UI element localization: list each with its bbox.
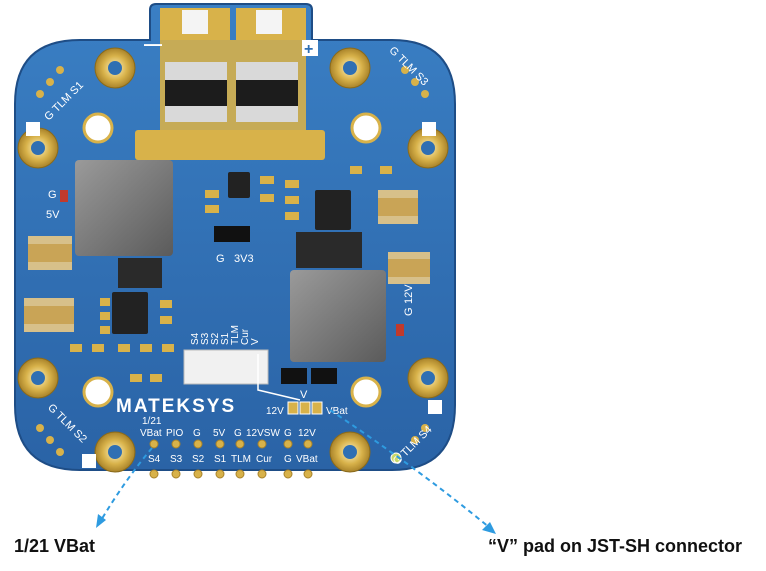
mosfet-right-band (236, 80, 298, 106)
inductor-left (75, 160, 173, 256)
header-bottom-label: S4 (148, 454, 161, 465)
header-top-label: 12V (298, 428, 316, 439)
jst-label: S2 (210, 332, 221, 345)
jst-label: S3 (200, 332, 211, 345)
jst-label: Cur (240, 328, 251, 345)
diode-mid (296, 232, 362, 268)
silk-vbat-small: VBat (326, 406, 348, 417)
led-5v (60, 190, 68, 202)
small-passives (70, 166, 392, 382)
header-top-label: 5V (213, 428, 226, 439)
pad-vbat (311, 401, 323, 415)
plus-box (302, 40, 318, 56)
silk-g-5v: G (48, 189, 57, 201)
silk-v-label: V (300, 389, 308, 401)
callout-arrowhead-right (482, 522, 496, 534)
header-top-label: VBat (140, 428, 162, 439)
header-bottom-label: VBat (296, 454, 318, 465)
header-pads (149, 439, 313, 479)
header-top-labels: VBat PIO G 5V G 12VSW G 12V (140, 428, 316, 439)
minus-sign: — (144, 34, 162, 54)
header-bottom-label: Cur (256, 454, 273, 465)
jst-sh-connector (183, 349, 269, 385)
header-top-label: 12VSW (246, 428, 280, 439)
jst-label: TLM (230, 325, 241, 345)
corner-pads (17, 47, 449, 473)
led-12v (396, 324, 404, 336)
jst-label: S4 (190, 332, 201, 345)
header-bottom-labels: S4 S3 S2 S1 TLM Cur G VBat (148, 454, 318, 465)
silk-ratio: 1/21 (142, 416, 162, 427)
pad-v (299, 401, 311, 415)
header-top-label: G (284, 428, 292, 439)
header-top-label: PIO (166, 428, 183, 439)
capacitors (24, 190, 430, 332)
small-corner-pads (36, 66, 429, 464)
callout-label-vbat-divider: 1/21 VBat (14, 536, 96, 556)
diode-left (118, 258, 162, 288)
header-bottom-label: G (284, 454, 292, 465)
header-top-label: G (234, 428, 242, 439)
header-bottom-label: S1 (214, 454, 227, 465)
tab-white-left (182, 10, 208, 34)
mounting-holes (82, 112, 382, 408)
silk-5v: 5V (46, 209, 60, 221)
brand-logo: MATEKSYS (116, 396, 236, 417)
plus-sign: + (304, 41, 313, 58)
inductor-right (290, 270, 386, 362)
silk-g-3v3-g: G (216, 253, 225, 265)
silk-g-12v: 12V (403, 284, 415, 304)
via-bar (135, 130, 325, 160)
callout-arrowhead-left (96, 514, 106, 528)
silk-12v-small: 12V (266, 406, 284, 417)
v-pad-outline (257, 354, 301, 401)
header-bottom-label: TLM (231, 454, 251, 465)
jst-label: V (250, 338, 261, 345)
corner-plus-boxes (26, 122, 442, 468)
tab-white-right (256, 10, 282, 34)
jst-sh-labels: S4 S3 S2 S1 TLM Cur V (190, 325, 261, 345)
jumper-12v-left (281, 368, 307, 384)
callout-label-v-pad: “V” pad on JST-SH connector (488, 536, 743, 556)
jumper-12v-right (311, 368, 337, 384)
pad-12v (287, 401, 299, 415)
silk-3v3: 3V3 (234, 253, 254, 265)
header-bottom-label: S3 (170, 454, 183, 465)
header-bottom-label: S2 (192, 454, 205, 465)
mosfet-left-band (165, 80, 227, 106)
ic-top-mid (228, 172, 250, 198)
ic-left (112, 292, 148, 334)
jumper-3v3 (214, 226, 250, 242)
header-top-label: G (193, 428, 201, 439)
jst-label: S1 (220, 332, 231, 345)
callout-arrow-right (329, 409, 491, 529)
silk-g-12v-g: G (403, 307, 415, 316)
ic-right (315, 190, 351, 230)
